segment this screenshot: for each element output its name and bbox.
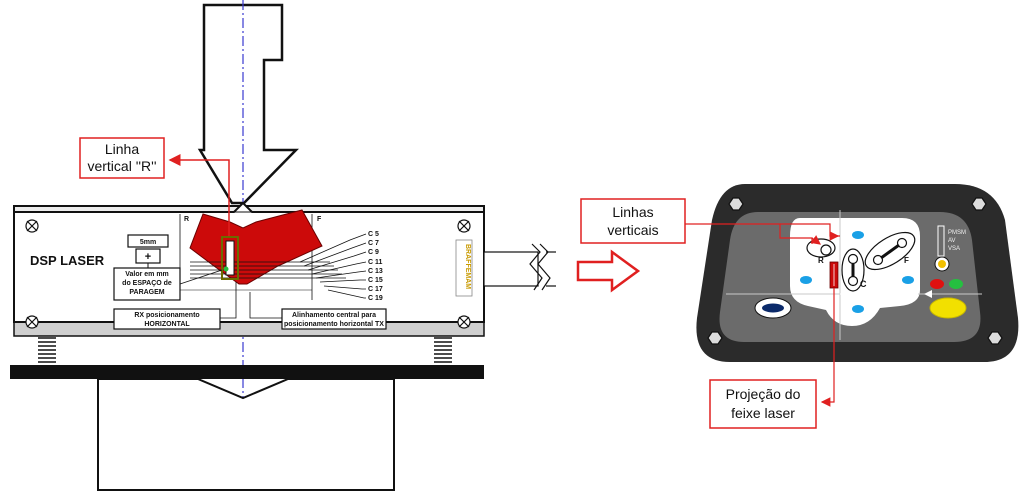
scale-label: C 17 xyxy=(368,286,383,293)
scale-labels: C 5 C 7 C 9 C 11 C 13 C 15 C 17 C 19 xyxy=(368,231,383,302)
callout-vertical-r: Linha vertical ''R'' xyxy=(79,137,230,236)
dim-box-value: 5mm xyxy=(140,239,156,246)
callout-laser-projection-line-1: Projeção do xyxy=(726,386,801,402)
zone-left-label: R xyxy=(184,216,189,223)
scale-label: C 15 xyxy=(368,277,383,284)
callout-vertical-lines-line-2: verticais xyxy=(607,222,658,238)
scale-label: C 5 xyxy=(368,231,379,238)
rx-box-line-1: RX posicionamento xyxy=(134,312,199,319)
lower-die xyxy=(97,378,395,491)
mode-label: AV xyxy=(948,238,956,244)
callout-vertical-r-line-1: Linha xyxy=(105,141,139,157)
mode-bar xyxy=(937,225,945,257)
panel-label-r: R xyxy=(818,256,824,265)
stop-gap-line-1: Valor em mm xyxy=(125,271,169,278)
stop-gap-line-3: PARAGEM xyxy=(129,289,164,296)
yellow-button[interactable] xyxy=(929,297,967,319)
panel-label-c: C xyxy=(860,279,867,289)
scale-label: C 13 xyxy=(368,268,383,275)
scale-label: C 7 xyxy=(368,240,379,247)
green-led xyxy=(949,279,963,289)
callout-laser-projection-line-2: feixe laser xyxy=(731,405,795,421)
callout-vertical-lines-line-1: Linhas xyxy=(612,204,653,220)
mode-label: VSA xyxy=(948,246,960,252)
scale-leader-lines xyxy=(299,233,367,299)
rx-box xyxy=(113,308,221,330)
blue-leds xyxy=(800,231,914,313)
housing-screws xyxy=(25,219,471,329)
red-led xyxy=(930,279,944,289)
panel-label-f: F xyxy=(904,256,909,265)
align-box xyxy=(281,308,387,330)
scale-label: C 19 xyxy=(368,295,383,302)
upper-punch xyxy=(197,3,299,205)
stop-gap-line-2: do ESPAÇO de xyxy=(122,280,172,287)
device-brand-label: DSP LASER xyxy=(30,253,105,268)
panel-hex-screws xyxy=(707,197,1003,345)
brand-sticker xyxy=(455,239,473,297)
scale-label: C 9 xyxy=(368,249,379,256)
rx-box-line-2: HORIZONTAL xyxy=(144,321,190,328)
callout-laser-projection: Projeção do feixe laser xyxy=(709,288,835,429)
bed-plate xyxy=(10,365,484,379)
align-box-line-2: posicionamento horizontal TX xyxy=(284,321,384,328)
dim-box xyxy=(127,234,169,248)
laser-horizontal-lines xyxy=(190,261,346,279)
callout-vertical-lines: Linhas verticais xyxy=(580,198,840,245)
control-panel xyxy=(696,184,1019,362)
springs xyxy=(38,337,452,363)
transition-arrow xyxy=(576,249,641,293)
dim-box-sign: + xyxy=(145,251,151,263)
mounting-rod xyxy=(483,243,556,291)
press-brake-illustration xyxy=(10,0,556,491)
callout-vertical-r-line-2: vertical ''R'' xyxy=(87,158,156,174)
align-box-line-1: Alinhamento central para xyxy=(292,312,376,319)
side-brand-label: BRAFFEMAM xyxy=(464,244,471,289)
mode-label: PMSM xyxy=(948,230,966,236)
scale-label: C 11 xyxy=(368,259,383,266)
zone-right-label: F xyxy=(317,216,322,223)
r-sensor-window xyxy=(221,236,239,280)
